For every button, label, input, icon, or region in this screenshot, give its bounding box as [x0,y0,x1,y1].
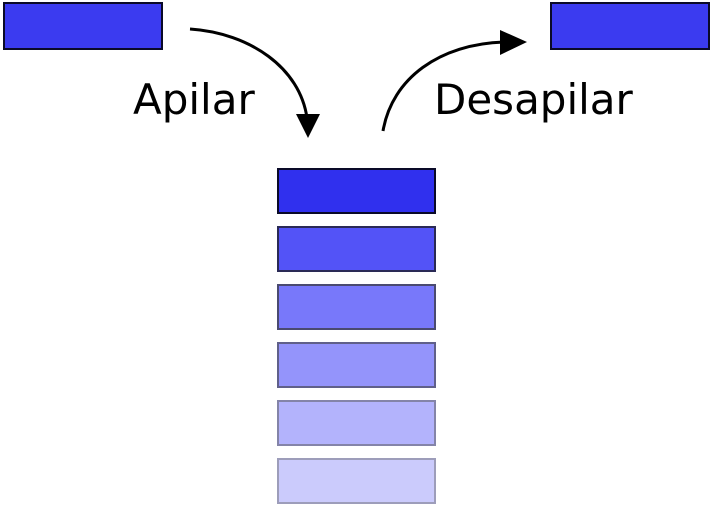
stack-cell [277,458,436,504]
stack-cell [277,168,436,214]
source-block [3,2,163,50]
stack-cell [277,284,436,330]
push-arrowhead [296,114,320,138]
stack-cell [277,400,436,446]
pop-operation-label: Desapilar [434,75,633,124]
push-operation-label: Apilar [133,75,255,124]
target-block [550,2,710,50]
stack-cell [277,226,436,272]
stack-container [277,168,436,516]
stack-cell [277,342,436,388]
pop-arrowhead [500,30,527,55]
